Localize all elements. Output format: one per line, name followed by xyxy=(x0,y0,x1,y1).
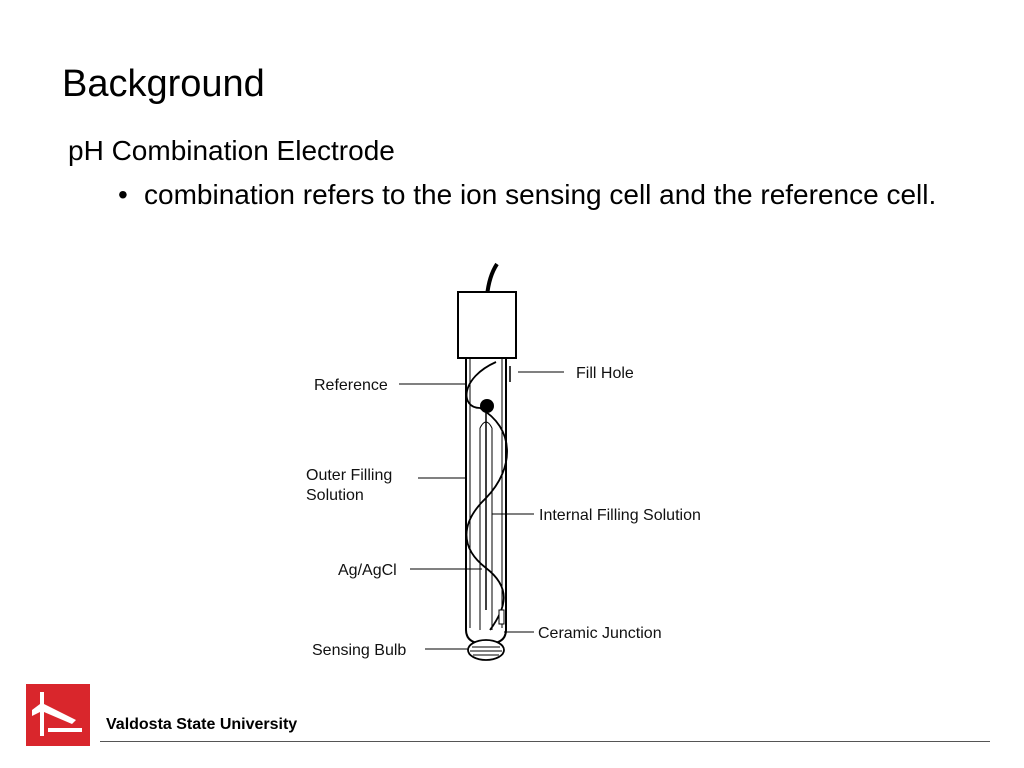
ceramic-junction xyxy=(498,609,505,625)
university-logo-svg xyxy=(26,684,90,746)
electrode-diagram: Reference Fill Hole Outer Filling Soluti… xyxy=(300,258,730,670)
label-ag-agcl: Ag/AgCl xyxy=(338,562,397,579)
label-internal-filling: Internal Filling Solution xyxy=(539,507,701,524)
footer-institution: Valdosta State University xyxy=(106,716,298,733)
bullet-item: • combination refers to the ion sensing … xyxy=(118,175,998,215)
university-logo xyxy=(26,684,90,746)
slide-subtitle: pH Combination Electrode xyxy=(68,135,395,166)
label-sensing-bulb: Sensing Bulb xyxy=(312,642,406,659)
spiral-reference-wire xyxy=(465,361,508,631)
electrode-cap xyxy=(457,291,517,359)
logo-mark-base xyxy=(48,728,82,732)
reference-element xyxy=(480,399,494,413)
footer-divider xyxy=(100,741,990,742)
logo-mark xyxy=(32,692,76,736)
sensing-bulb xyxy=(467,639,505,661)
label-ceramic-junction: Ceramic Junction xyxy=(538,625,662,642)
label-outer-filling-line2: Solution xyxy=(306,487,364,504)
slide-title: Background xyxy=(62,63,265,105)
label-reference: Reference xyxy=(314,377,388,394)
label-outer-filling-line1: Outer Filling xyxy=(306,467,392,484)
bullet-symbol: • xyxy=(118,179,128,210)
bullet-text: combination refers to the ion sensing ce… xyxy=(144,179,937,210)
label-fill-hole: Fill Hole xyxy=(576,365,634,382)
electrode-diagram-svg: Reference Fill Hole Outer Filling Soluti… xyxy=(306,262,701,661)
